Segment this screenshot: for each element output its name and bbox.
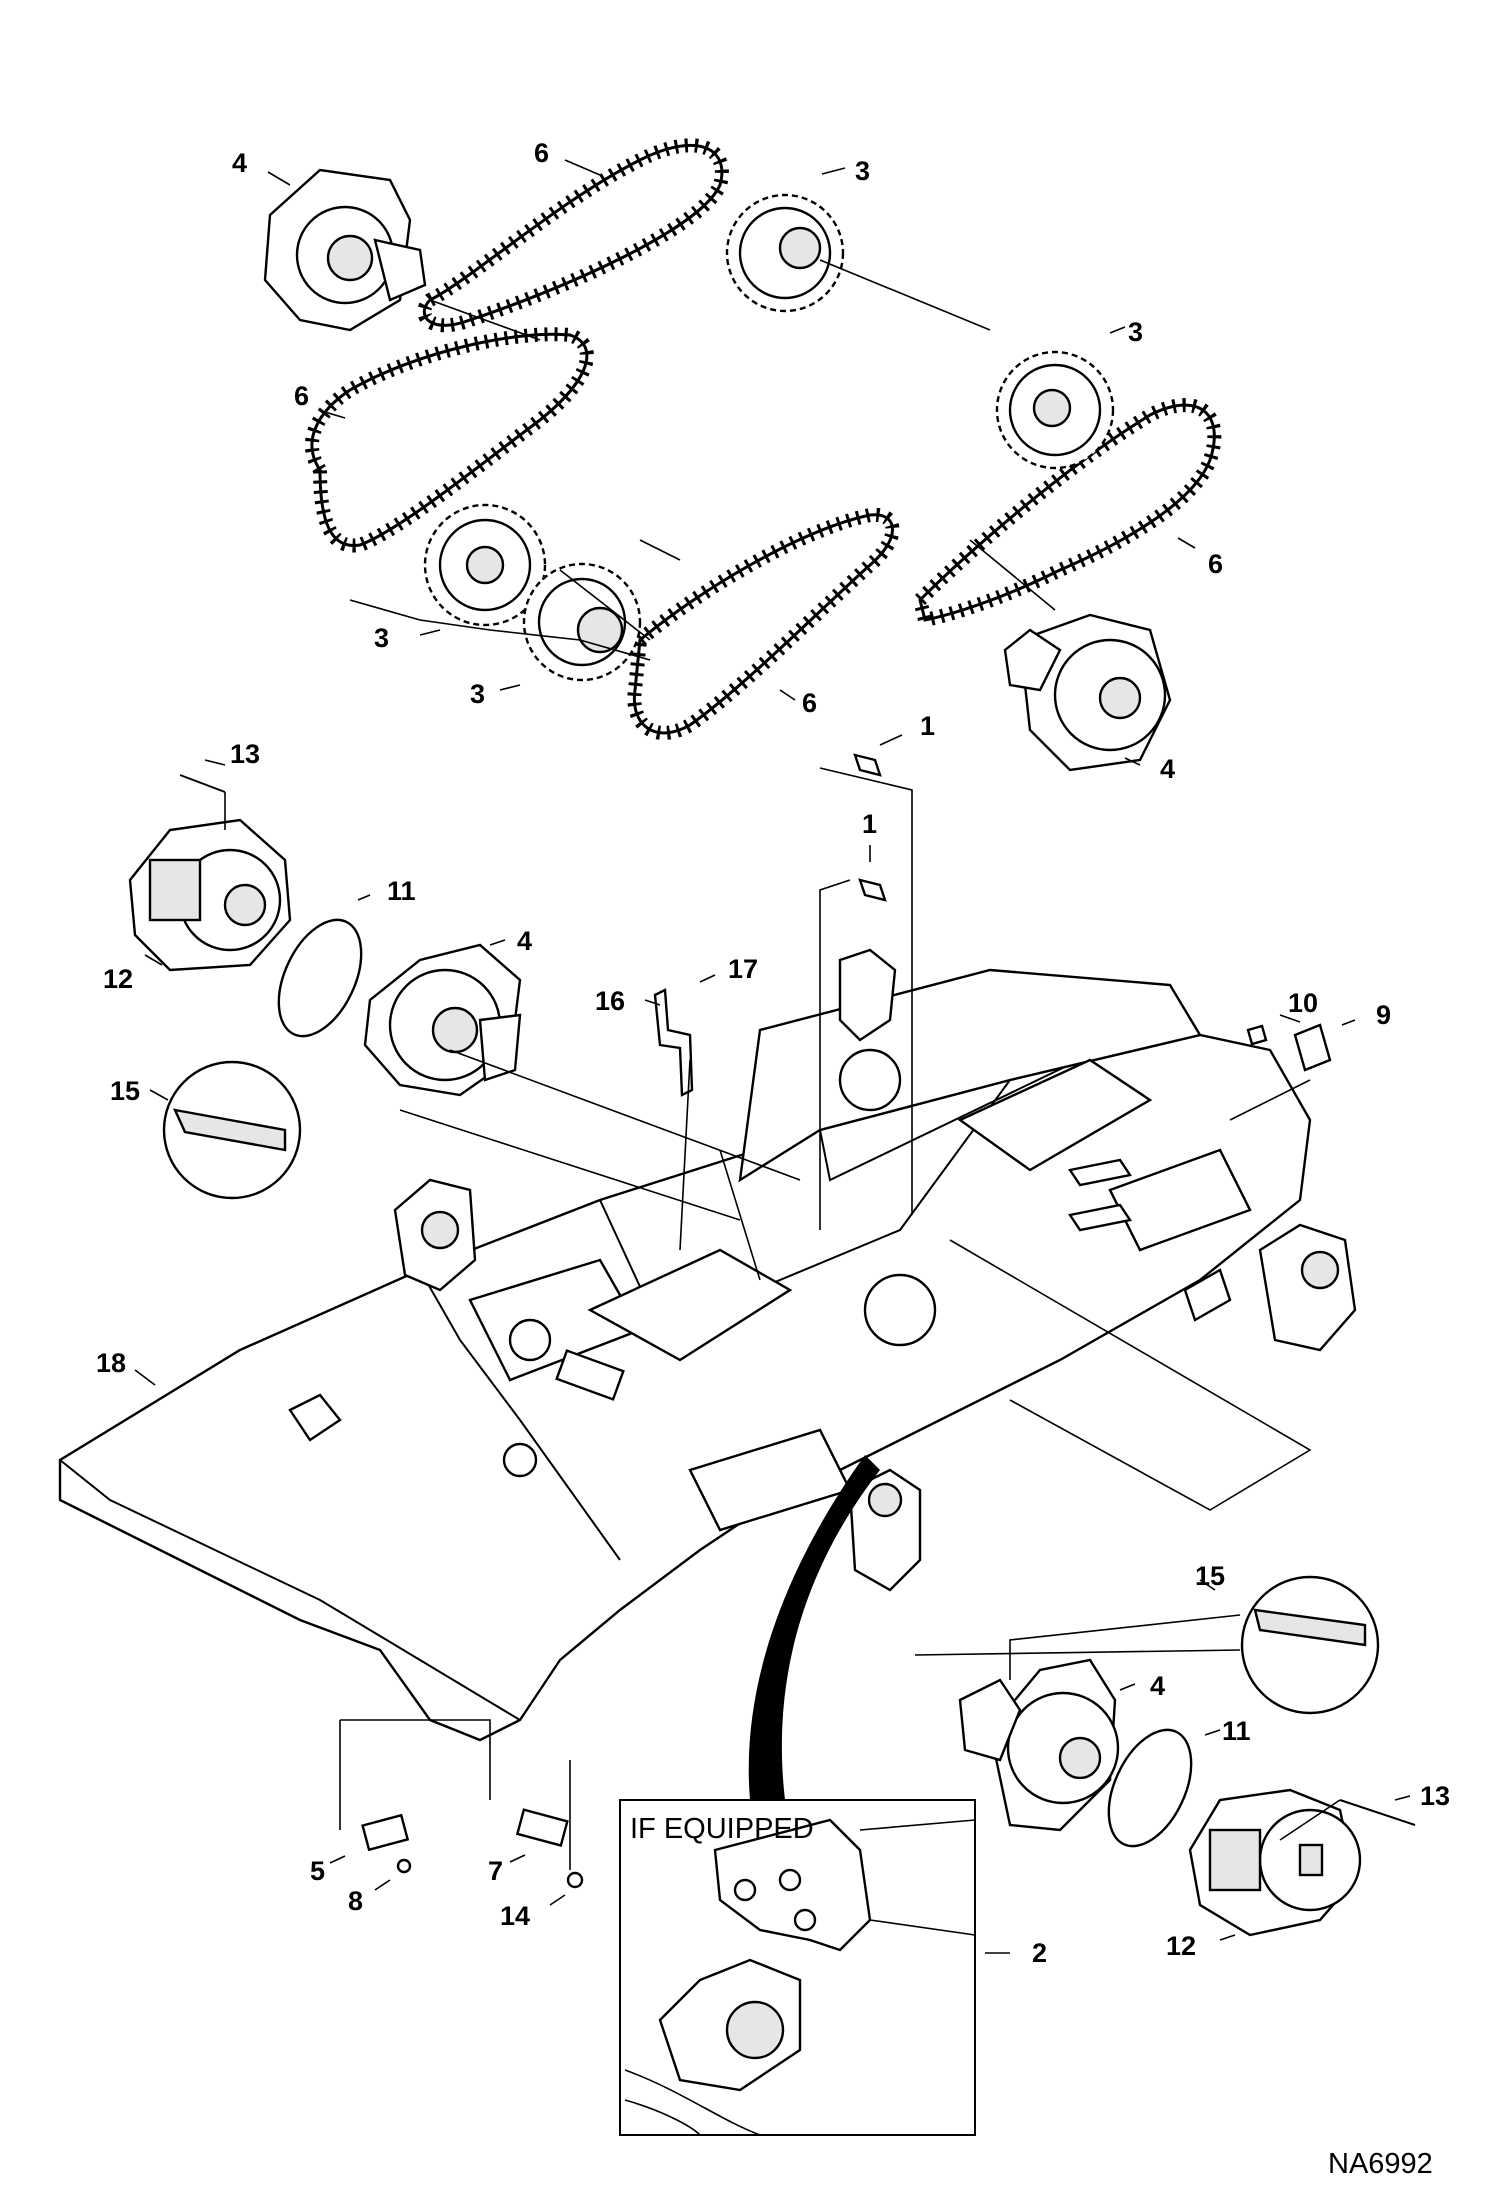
callout-9: 9	[1376, 1000, 1391, 1030]
callout-16: 16	[595, 986, 625, 1016]
leader-lines	[134, 159, 1411, 1954]
callout-3: 3	[1128, 317, 1143, 347]
plug-10	[1246, 1024, 1268, 1046]
callout-11: 11	[1222, 1716, 1251, 1746]
hydraulic-motor-left	[128, 818, 292, 972]
drive-chain-upper-left	[417, 138, 729, 333]
plate-5	[361, 1813, 410, 1852]
callout-13: 13	[230, 739, 260, 769]
drawing-code: NA6992	[1328, 2148, 1433, 2180]
callout-17: 17	[728, 954, 758, 984]
o-ring-right	[1107, 1728, 1193, 1848]
bolt-1-upper	[853, 753, 882, 777]
sprocket-middle-left	[423, 503, 547, 627]
callout-7: 7	[488, 1856, 503, 1886]
callout-3: 3	[374, 623, 389, 653]
drive-housing-lower-right-top	[1003, 613, 1172, 772]
drive-housing-lower-right	[958, 1658, 1120, 1832]
callout-8: 8	[348, 1886, 363, 1916]
callout-15: 15	[1195, 1561, 1225, 1591]
callout-6: 6	[1208, 549, 1223, 579]
callout-15: 15	[110, 1076, 140, 1106]
callout-3: 3	[470, 679, 485, 709]
callout-6: 6	[802, 688, 817, 718]
o-ring-left	[277, 918, 363, 1038]
callout-4: 4	[1160, 754, 1175, 784]
callout-3: 3	[855, 156, 870, 186]
drive-chain-lower-middle	[627, 507, 900, 740]
bolt-1-lower	[858, 878, 887, 902]
drive-housing-left	[363, 943, 522, 1097]
pin-13-left	[179, 774, 226, 793]
hydraulic-motor-right	[1188, 1788, 1362, 1937]
callout-6: 6	[294, 381, 309, 411]
callout-18: 18	[96, 1348, 126, 1378]
inset-detail-box: IF EQUIPPED	[619, 1799, 976, 2136]
inset-label: IF EQUIPPED	[630, 1813, 814, 1845]
drive-chain-middle-left	[304, 327, 594, 553]
chassis-frame	[58, 948, 1357, 1742]
plate-7	[515, 1808, 569, 1847]
callout-1: 1	[862, 809, 877, 839]
callout-10: 10	[1288, 988, 1318, 1018]
drive-housing-top-left	[263, 168, 427, 332]
detail-pointer-band	[748, 1455, 880, 1800]
bracket-16	[653, 988, 694, 1097]
callout-12: 12	[1166, 1931, 1196, 1961]
nut-14	[566, 1871, 584, 1889]
callout-labels: 4 6 3 3 6 6 3 3 6 1 4 13 1 11 4 12 17 16…	[96, 138, 1450, 1968]
pin-13-right	[1339, 1799, 1416, 1826]
callout-2: 2	[1032, 1938, 1047, 1968]
callout-14: 14	[500, 1901, 530, 1931]
callout-5: 5	[310, 1856, 325, 1886]
callout-13: 13	[1420, 1781, 1450, 1811]
callout-12: 12	[103, 964, 133, 994]
callout-11: 11	[387, 876, 416, 906]
sprocket-top-right	[725, 193, 845, 313]
drive-chain-right	[912, 398, 1222, 629]
callout-4: 4	[232, 148, 247, 178]
callout-1: 1	[920, 711, 935, 741]
callout-4: 4	[1150, 1671, 1165, 1701]
grease-tube-left	[162, 1060, 302, 1200]
clip-9	[1293, 1023, 1332, 1072]
callout-4: 4	[517, 926, 532, 956]
sprocket-lower-left	[522, 562, 642, 682]
callout-6: 6	[534, 138, 549, 168]
sprocket-middle-right	[995, 350, 1115, 470]
grease-tube-right	[1240, 1575, 1380, 1715]
bolt-8	[396, 1858, 412, 1874]
